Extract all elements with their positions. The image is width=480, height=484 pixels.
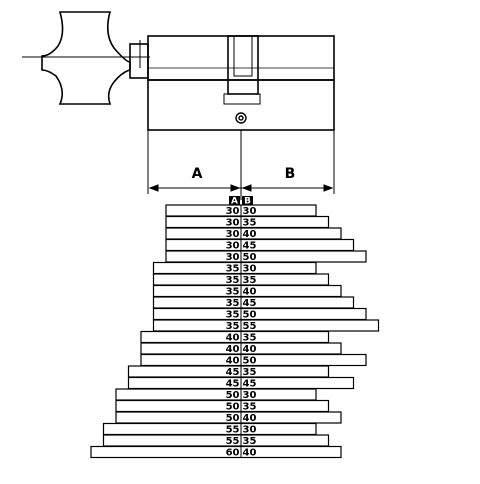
- size-b-value: 40: [243, 413, 257, 424]
- size-b-value: 30: [243, 425, 257, 436]
- size-a-value: 35: [226, 275, 240, 286]
- size-b-value: 35: [243, 218, 257, 229]
- size-row-bar: [115, 388, 317, 401]
- fixing-screw-hole: [235, 112, 247, 124]
- size-a-value: 30: [226, 206, 240, 217]
- size-a-value: 45: [226, 367, 240, 378]
- size-b-value: 45: [243, 241, 257, 252]
- size-a-value: 35: [226, 310, 240, 321]
- dimension-a-label: A: [192, 166, 203, 182]
- size-b-value: 40: [243, 344, 257, 355]
- size-a-value: 45: [226, 379, 240, 390]
- size-row-bar: [165, 250, 367, 263]
- size-row-bar: [165, 238, 355, 252]
- size-a-value: 50: [226, 413, 240, 424]
- size-b-value: 55: [243, 321, 257, 332]
- thumb-turn-knob: [22, 11, 150, 105]
- size-a-value: 35: [226, 287, 240, 298]
- size-row-bar: [152, 319, 380, 332]
- size-b-value: 30: [243, 264, 257, 275]
- dimension-lines: [147, 130, 335, 200]
- size-row-bar: [115, 399, 330, 413]
- size-row-bar: [152, 307, 367, 321]
- size-a-value: 55: [226, 436, 240, 447]
- header-b-box: [242, 196, 253, 205]
- header-a-label: A: [231, 197, 238, 207]
- size-b-value: 35: [243, 333, 257, 344]
- size-b-value: 50: [243, 356, 257, 367]
- size-a-value: 60: [226, 448, 240, 459]
- size-a-value: 35: [226, 321, 240, 332]
- size-b-value: 30: [243, 390, 257, 401]
- size-b-value: 50: [243, 310, 257, 321]
- dimension-b-label: B: [285, 166, 296, 182]
- size-b-value: 30: [243, 206, 257, 217]
- size-a-value: 30: [226, 252, 240, 263]
- size-b-value: 45: [243, 379, 257, 390]
- size-b-value: 40: [243, 229, 257, 240]
- size-b-value: 35: [243, 436, 257, 447]
- size-a-value: 40: [226, 356, 240, 367]
- size-a-value: 35: [226, 264, 240, 275]
- size-row-bar: [102, 422, 317, 436]
- size-a-value: 30: [226, 241, 240, 252]
- size-b-value: 40: [243, 448, 257, 459]
- size-table-header: A B: [229, 196, 253, 207]
- size-b-value: 40: [243, 287, 257, 298]
- size-b-value: 35: [243, 402, 257, 413]
- size-a-value: 55: [226, 425, 240, 436]
- size-row-bar: [90, 445, 342, 459]
- header-b-label: B: [244, 197, 251, 207]
- size-a-value: 50: [226, 402, 240, 413]
- size-b-value: 45: [243, 298, 257, 309]
- header-a-box: [229, 196, 240, 205]
- size-b-value: 50: [243, 252, 257, 263]
- size-b-value: 35: [243, 275, 257, 286]
- size-a-value: 30: [226, 229, 240, 240]
- size-a-value: 35: [226, 298, 240, 309]
- size-a-value: 30: [226, 218, 240, 229]
- size-a-value: 40: [226, 344, 240, 355]
- size-a-value: 40: [226, 333, 240, 344]
- size-a-value: 50: [226, 390, 240, 401]
- size-b-value: 35: [243, 367, 257, 378]
- size-row-bar: [102, 434, 330, 447]
